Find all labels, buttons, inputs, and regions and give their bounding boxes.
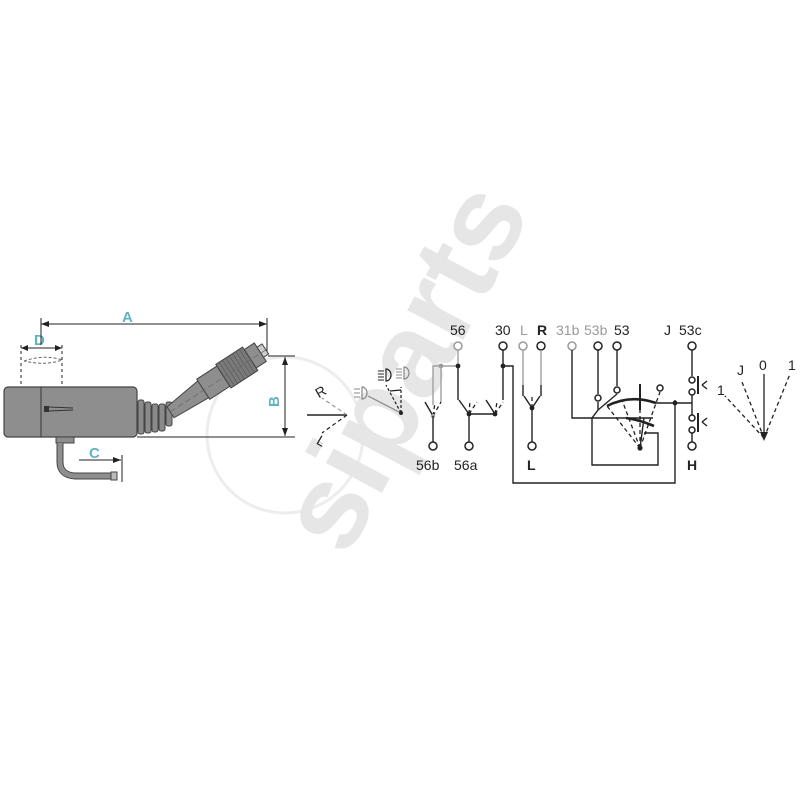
terminal-r-label: R — [537, 322, 547, 338]
dimension-a-label: A — [122, 309, 133, 326]
terminal-56a-label: 56a — [454, 457, 478, 473]
terminal-h — [687, 441, 697, 451]
circuit-schematic: 56 30 L R 31b 53b 53 J 53c 56b — [416, 322, 708, 484]
terminal-h-label: H — [687, 457, 697, 473]
terminal-53-label: 53 — [614, 322, 630, 338]
terminal-53c-label: 53c — [679, 322, 702, 338]
terminal-53 — [612, 341, 622, 351]
terminal-31b — [567, 341, 577, 351]
wiper-position-j: J — [737, 362, 744, 378]
headlight-symbols — [354, 366, 410, 415]
dimension-d-label: D — [34, 332, 45, 349]
wiper-position-1-left: 1 — [717, 382, 725, 398]
terminal-30-label: 30 — [495, 322, 511, 338]
high-beam-icon — [378, 368, 392, 382]
low-beam-icon — [354, 386, 368, 400]
dimension-b-label: B — [266, 396, 283, 407]
terminal-31b-label: 31b — [556, 322, 580, 338]
terminal-53b — [593, 341, 603, 351]
flash-beam-icon — [396, 366, 410, 380]
dimension-c-label: C — [89, 445, 100, 462]
terminal-56a — [464, 441, 474, 451]
terminal-l-bottom-label: L — [527, 457, 536, 473]
terminal-30 — [498, 341, 508, 351]
wiper-position-1-right: 1 — [788, 357, 796, 373]
terminal-j-label: J — [664, 322, 671, 338]
terminal-l-top — [518, 341, 528, 351]
terminal-l-bottom — [527, 441, 537, 451]
switch-body-drawing: D A — [3, 309, 295, 482]
terminal-56b-label: 56b — [416, 457, 440, 473]
terminal-56 — [453, 341, 463, 351]
terminal-l-top-label: L — [520, 322, 528, 338]
terminal-53c — [687, 341, 697, 351]
terminal-56b — [428, 441, 438, 451]
terminal-r — [536, 341, 546, 351]
terminal-56-label: 56 — [450, 322, 466, 338]
wiper-position-indicator: 1 J 0 1 — [717, 357, 796, 441]
wiper-position-0: 0 — [759, 357, 767, 373]
terminal-53b-label: 53b — [584, 322, 608, 338]
